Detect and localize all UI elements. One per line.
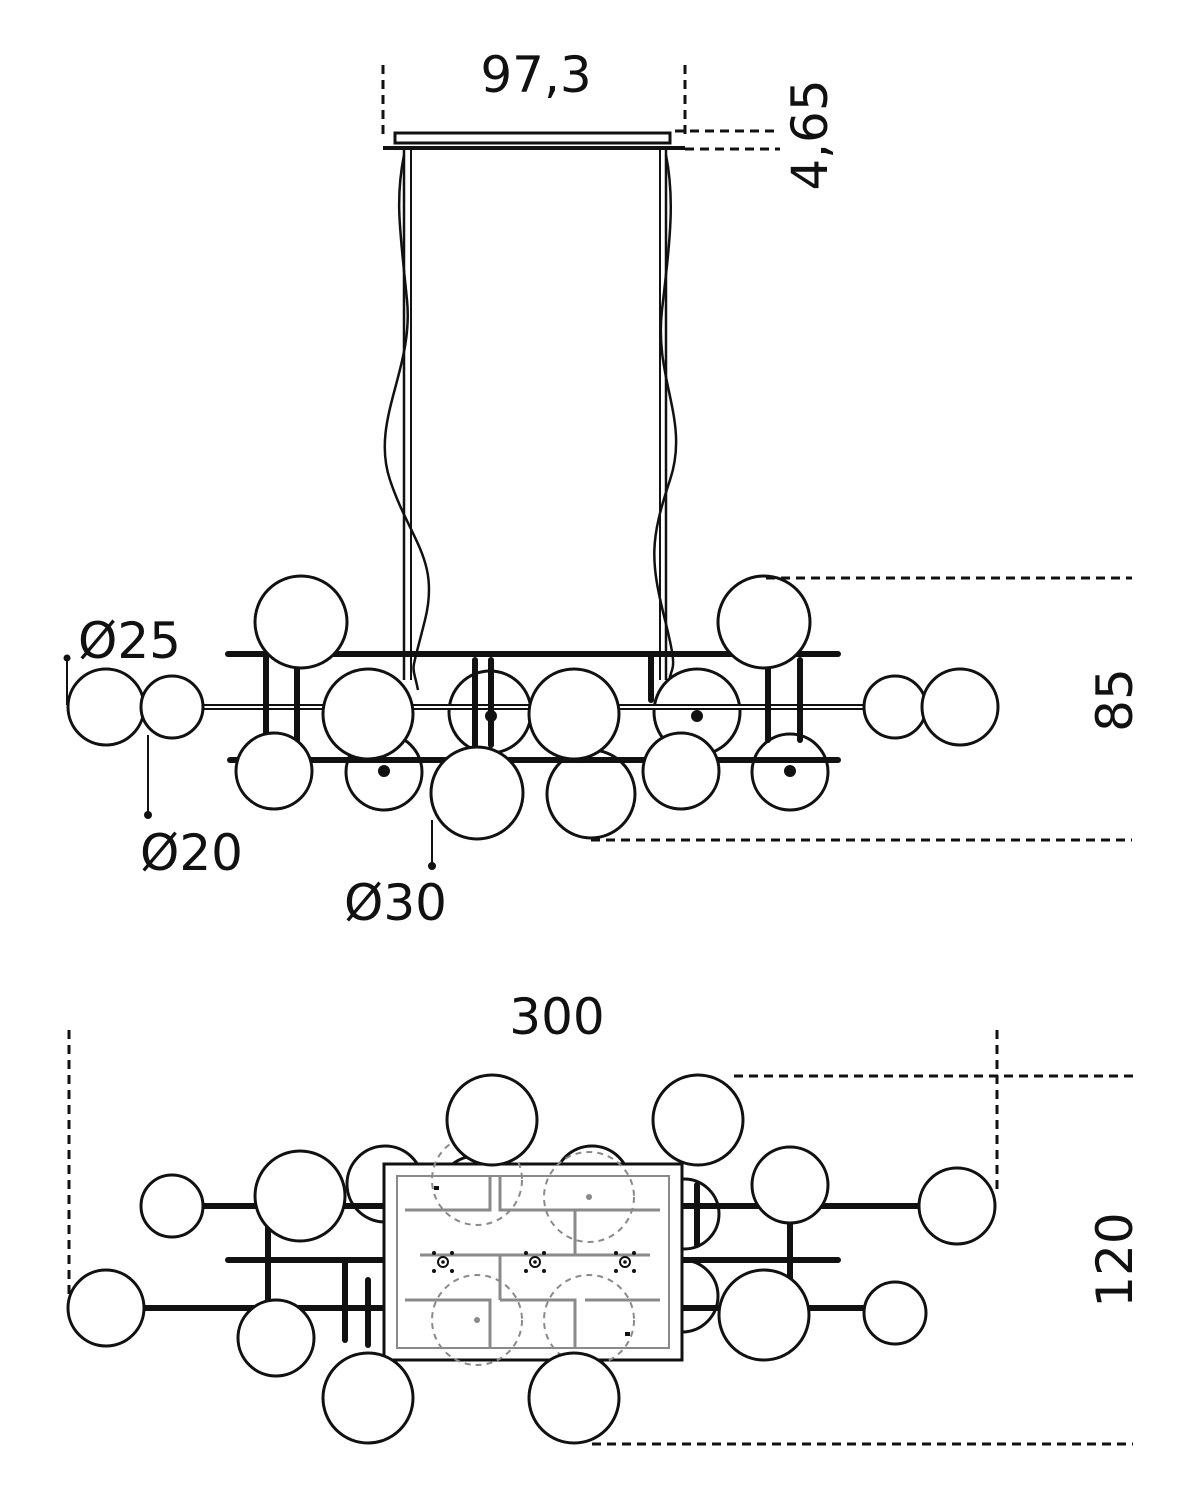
diameter-leaders bbox=[63, 654, 436, 870]
front-globes bbox=[66, 574, 1000, 841]
globe-diameter-20-label: Ø20 bbox=[140, 824, 243, 882]
top-view: 300 120 bbox=[66, 988, 1144, 1446]
top-canopy bbox=[382, 1134, 684, 1366]
overall-length-dimension bbox=[67, 1030, 999, 1300]
overall-length-label: 300 bbox=[509, 988, 604, 1046]
canopy-height-dimension bbox=[675, 129, 780, 151]
overall-depth-dimension bbox=[592, 1074, 1133, 1446]
fixture-height-dimension bbox=[591, 576, 1132, 842]
canopy-width-label: 97,3 bbox=[480, 46, 591, 104]
globe-diameter-25-label: Ø25 bbox=[78, 612, 181, 670]
canopy-height-label: 4,65 bbox=[781, 79, 839, 190]
front-socket-dots bbox=[378, 710, 796, 777]
canopy-fixing-points bbox=[432, 1186, 636, 1336]
suspension-cables bbox=[383, 150, 678, 691]
globe-diameter-30-label: Ø30 bbox=[344, 874, 447, 932]
canopy-width-dimension bbox=[381, 65, 687, 138]
ceiling-canopy bbox=[383, 131, 685, 150]
overall-depth-label: 120 bbox=[1086, 1212, 1144, 1307]
front-view: 97,3 4,65 85 Ø25 Ø20 Ø30 bbox=[63, 46, 1144, 932]
fixture-height-label: 85 bbox=[1086, 668, 1144, 732]
top-globes bbox=[66, 1073, 997, 1445]
